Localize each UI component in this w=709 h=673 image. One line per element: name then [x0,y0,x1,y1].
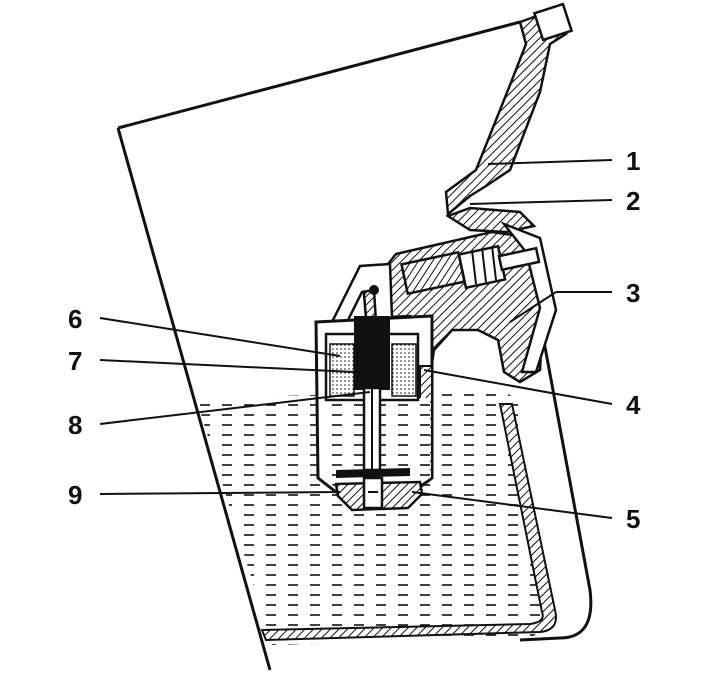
callout-2-leader [469,199,613,205]
float-right-half [391,343,417,397]
callout-4: 4 [626,390,641,420]
callout-2: 2 [626,186,640,216]
callout-1-leader [487,159,613,165]
callout-7: 7 [68,346,82,376]
filler-neck-bracket [444,10,568,217]
callout-7-leader [99,359,355,373]
electrical-connector [400,244,541,296]
float-left-half [329,343,355,397]
callout-5-leader [411,491,613,519]
callout-8-leader [99,391,371,425]
pivot-bracket [330,262,394,326]
callout-3-leader [509,291,557,323]
tank-right-wall [519,319,593,642]
fuel-liquid [196,390,541,645]
callout-5: 5 [626,504,640,534]
callout-9-leader [99,491,341,495]
callout-8: 8 [68,410,82,440]
callout-9: 9 [68,480,82,510]
callout-3: 3 [626,278,640,308]
tank-bottom-hatched [260,403,557,642]
tank-top-wall [117,20,521,130]
pivot-pin [369,285,379,295]
callout-4-leader [423,369,613,405]
callout-6: 6 [68,304,82,334]
valve-plate [336,468,410,478]
callout-1: 1 [626,146,640,176]
filler-neck-cap [532,2,574,42]
callout-6-leader [99,317,341,357]
magnet-core [354,316,390,390]
tank-left-wall [116,127,272,671]
seal-flange [445,206,537,234]
